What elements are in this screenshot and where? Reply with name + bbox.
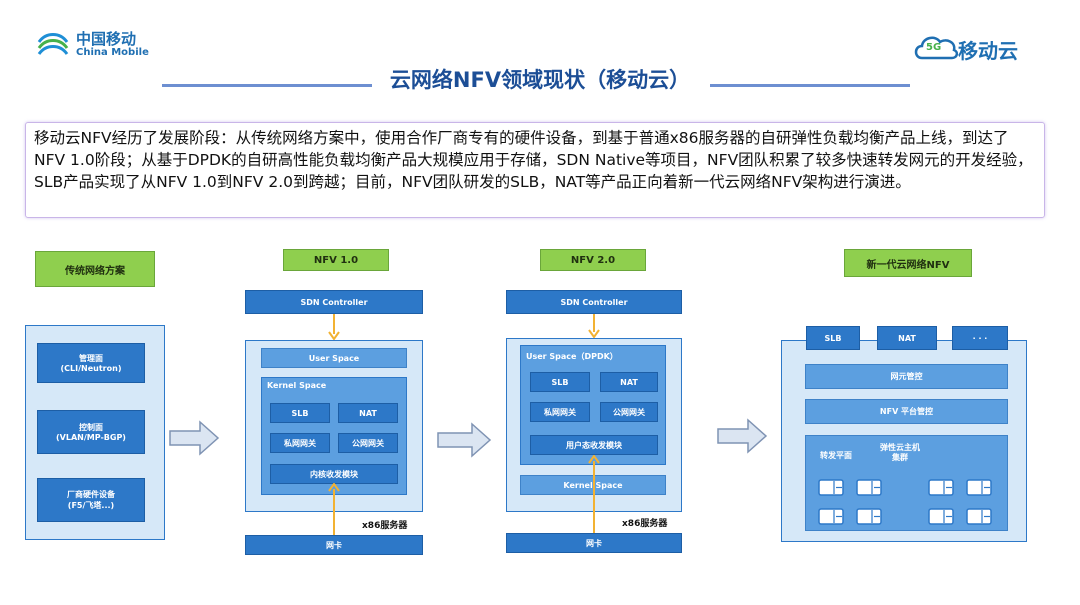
logo-cn-text: 中国移动 bbox=[76, 30, 137, 48]
tag-nfv2: NFV 2.0 bbox=[540, 249, 646, 271]
nfv1-kernel-space-label: Kernel Space bbox=[267, 381, 327, 390]
nfv2-private-gateway: 私网网关 bbox=[530, 402, 590, 422]
server-icon bbox=[818, 508, 844, 525]
arrow-right-icon bbox=[717, 418, 768, 454]
forward-plane-label: 转发平面 bbox=[820, 451, 852, 460]
next-gen-more: · · · bbox=[952, 326, 1008, 350]
nfv2-public-gateway: 公网网关 bbox=[600, 402, 658, 422]
mgmt-plane-box: 管理面 (CLI/Neutron) bbox=[37, 343, 145, 383]
server-icon bbox=[818, 479, 844, 496]
nfv1-connector-top bbox=[328, 314, 340, 340]
nfv1-nat: NAT bbox=[338, 403, 398, 423]
server-icon bbox=[966, 508, 992, 525]
nfv2-connector-top bbox=[588, 314, 600, 338]
tag-next-gen: 新一代云网络NFV bbox=[844, 249, 972, 277]
nfv1-kernel-module: 内核收发模块 bbox=[270, 464, 398, 484]
server-icon bbox=[856, 508, 882, 525]
nfv2-sdn-controller: SDN Controller bbox=[506, 290, 682, 314]
nfv2-nat: NAT bbox=[600, 372, 658, 392]
control-plane-box: 控制面 (VLAN/MP-BGP) bbox=[37, 410, 145, 454]
arrow-right-icon bbox=[169, 420, 220, 456]
nfv1-slb: SLB bbox=[270, 403, 330, 423]
nfv1-sdn-controller: SDN Controller bbox=[245, 290, 423, 314]
nfv2-server-label: x86服务器 bbox=[622, 519, 668, 529]
nfv1-user-space: User Space bbox=[261, 348, 407, 368]
arrow-right-icon bbox=[437, 422, 492, 458]
ne-management: 网元管控 bbox=[805, 364, 1008, 389]
nfv1-connector-bottom bbox=[328, 483, 340, 535]
nfv2-nic: 网卡 bbox=[506, 533, 682, 553]
page-title: 云网络NFV领域现状（移动云） bbox=[389, 68, 691, 92]
vendor-hardware-box: 厂商硬件设备 (F5/飞塔...) bbox=[37, 478, 145, 522]
summary-box: 移动云NFV经历了发展阶段：从传统网络方案中，使用合作厂商专有的硬件设备，到基于… bbox=[25, 122, 1045, 218]
nfv1-public-gateway: 公网网关 bbox=[338, 433, 398, 453]
china-mobile-logo-icon bbox=[37, 33, 69, 55]
tag-traditional: 传统网络方案 bbox=[35, 251, 155, 287]
logo-en-text: China Mobile bbox=[76, 47, 149, 58]
nfv2-user-module: 用户态收发模块 bbox=[530, 435, 658, 455]
mobile-cloud-logo: 5G 移动云 bbox=[912, 30, 1042, 64]
nfv2-slb: SLB bbox=[530, 372, 590, 392]
nfv1-private-gateway: 私网网关 bbox=[270, 433, 330, 453]
server-icon bbox=[966, 479, 992, 496]
china-mobile-logo: 中国移动 China Mobile bbox=[36, 28, 156, 64]
logo-5g-badge: 5G bbox=[926, 42, 942, 53]
nfv2-connector-bottom bbox=[588, 455, 600, 535]
tag-nfv1: NFV 1.0 bbox=[283, 249, 389, 271]
nfv2-user-space-label: User Space（DPDK） bbox=[526, 352, 618, 361]
title-line-right bbox=[710, 84, 910, 87]
title-line-left bbox=[162, 84, 372, 87]
cloud-5g-icon bbox=[914, 36, 959, 60]
mobile-cloud-text: 移动云 bbox=[958, 39, 1018, 63]
server-icon bbox=[928, 508, 954, 525]
server-icon bbox=[856, 479, 882, 496]
next-gen-nat: NAT bbox=[877, 326, 937, 350]
nfv-platform-management: NFV 平台管控 bbox=[805, 399, 1008, 424]
next-gen-slb: SLB bbox=[806, 326, 860, 350]
server-icon bbox=[928, 479, 954, 496]
nfv1-server-label: x86服务器 bbox=[362, 521, 408, 531]
elastic-cluster-label: 弹性云主机 集群 bbox=[880, 443, 920, 462]
nfv1-nic: 网卡 bbox=[245, 535, 423, 555]
